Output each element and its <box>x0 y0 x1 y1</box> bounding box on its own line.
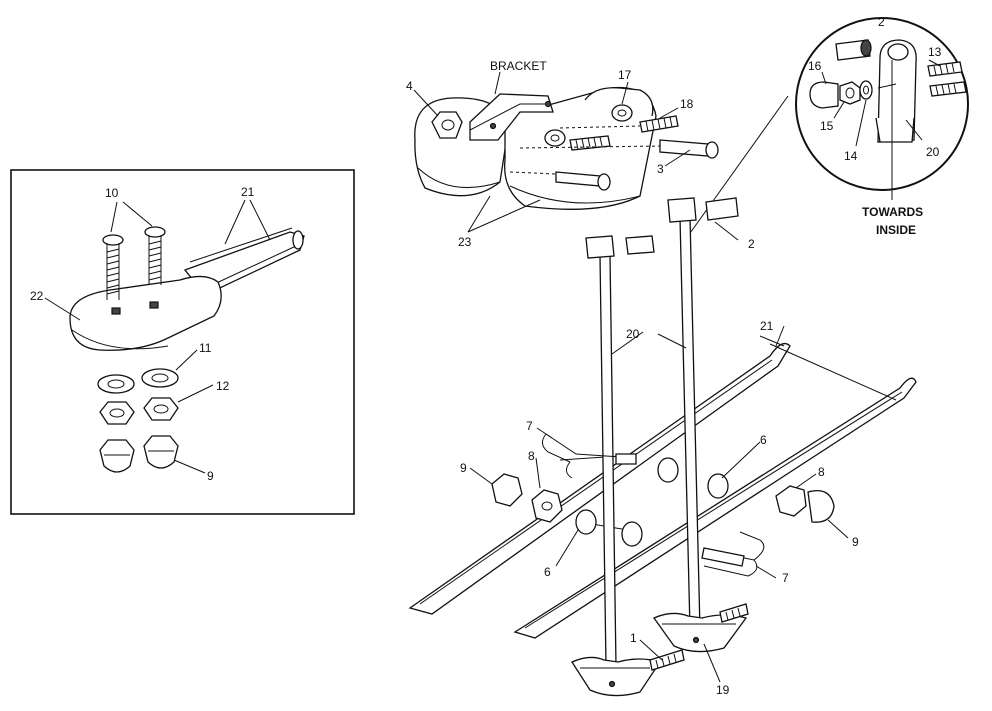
label-15: 15 <box>820 119 834 133</box>
upright-caps-2 <box>585 197 739 259</box>
label-19: 19 <box>716 683 730 697</box>
washer-17 <box>611 104 633 122</box>
label-8-right: 8 <box>818 465 825 479</box>
cap-nuts-9 <box>99 435 179 473</box>
inset-detail: 10 21 22 11 12 9 <box>10 169 355 515</box>
label-10: 10 <box>105 186 119 200</box>
nuts-8-9 <box>491 473 835 523</box>
label-21-main: 21 <box>760 319 774 333</box>
label-bracket: BRACKET <box>490 59 547 73</box>
carriage-bolts-10 <box>102 226 166 300</box>
top-leaders <box>413 71 739 241</box>
label-11: 11 <box>199 341 212 355</box>
main-leaders <box>469 325 849 683</box>
u-bolts-7 <box>542 433 765 577</box>
nut-4 <box>431 111 463 139</box>
bolt-18 <box>639 115 679 133</box>
inset-leaders <box>44 199 271 474</box>
label-3: 3 <box>657 162 664 176</box>
label-9-left: 9 <box>460 461 467 475</box>
bracket-part <box>469 93 554 141</box>
label-14: 14 <box>844 149 858 163</box>
inset-frame <box>10 169 355 515</box>
label-inside: INSIDE <box>876 223 916 237</box>
label-2-main: 2 <box>748 237 755 251</box>
label-7-upper: 7 <box>526 419 533 433</box>
label-18: 18 <box>680 97 694 111</box>
label-7-lower: 7 <box>782 571 789 585</box>
label-22: 22 <box>30 289 44 303</box>
label-20-main: 20 <box>626 327 640 341</box>
label-20-circle: 20 <box>926 145 940 159</box>
label-9: 9 <box>207 469 214 483</box>
label-21: 21 <box>241 185 255 199</box>
label-23: 23 <box>458 235 472 249</box>
bolt-3 <box>555 139 719 191</box>
hex-nuts-12 <box>99 397 179 425</box>
bracket-plate-22 <box>69 275 222 351</box>
label-towards: TOWARDS <box>862 205 923 219</box>
label-6-left: 6 <box>544 565 551 579</box>
label-9-right: 9 <box>852 535 859 549</box>
spacers-6 <box>575 457 729 547</box>
washers-11 <box>97 368 179 394</box>
label-1: 1 <box>630 631 637 645</box>
label-2-top: 2 <box>878 15 885 29</box>
label-4: 4 <box>406 79 413 93</box>
label-17: 17 <box>618 68 632 82</box>
label-8-left: 8 <box>528 449 535 463</box>
runners-21 <box>408 335 917 639</box>
bolts-1 <box>649 603 749 671</box>
label-12: 12 <box>216 379 230 393</box>
label-6-right: 6 <box>760 433 767 447</box>
detail-circle <box>687 17 969 237</box>
label-16: 16 <box>808 59 822 73</box>
label-13: 13 <box>928 45 942 59</box>
